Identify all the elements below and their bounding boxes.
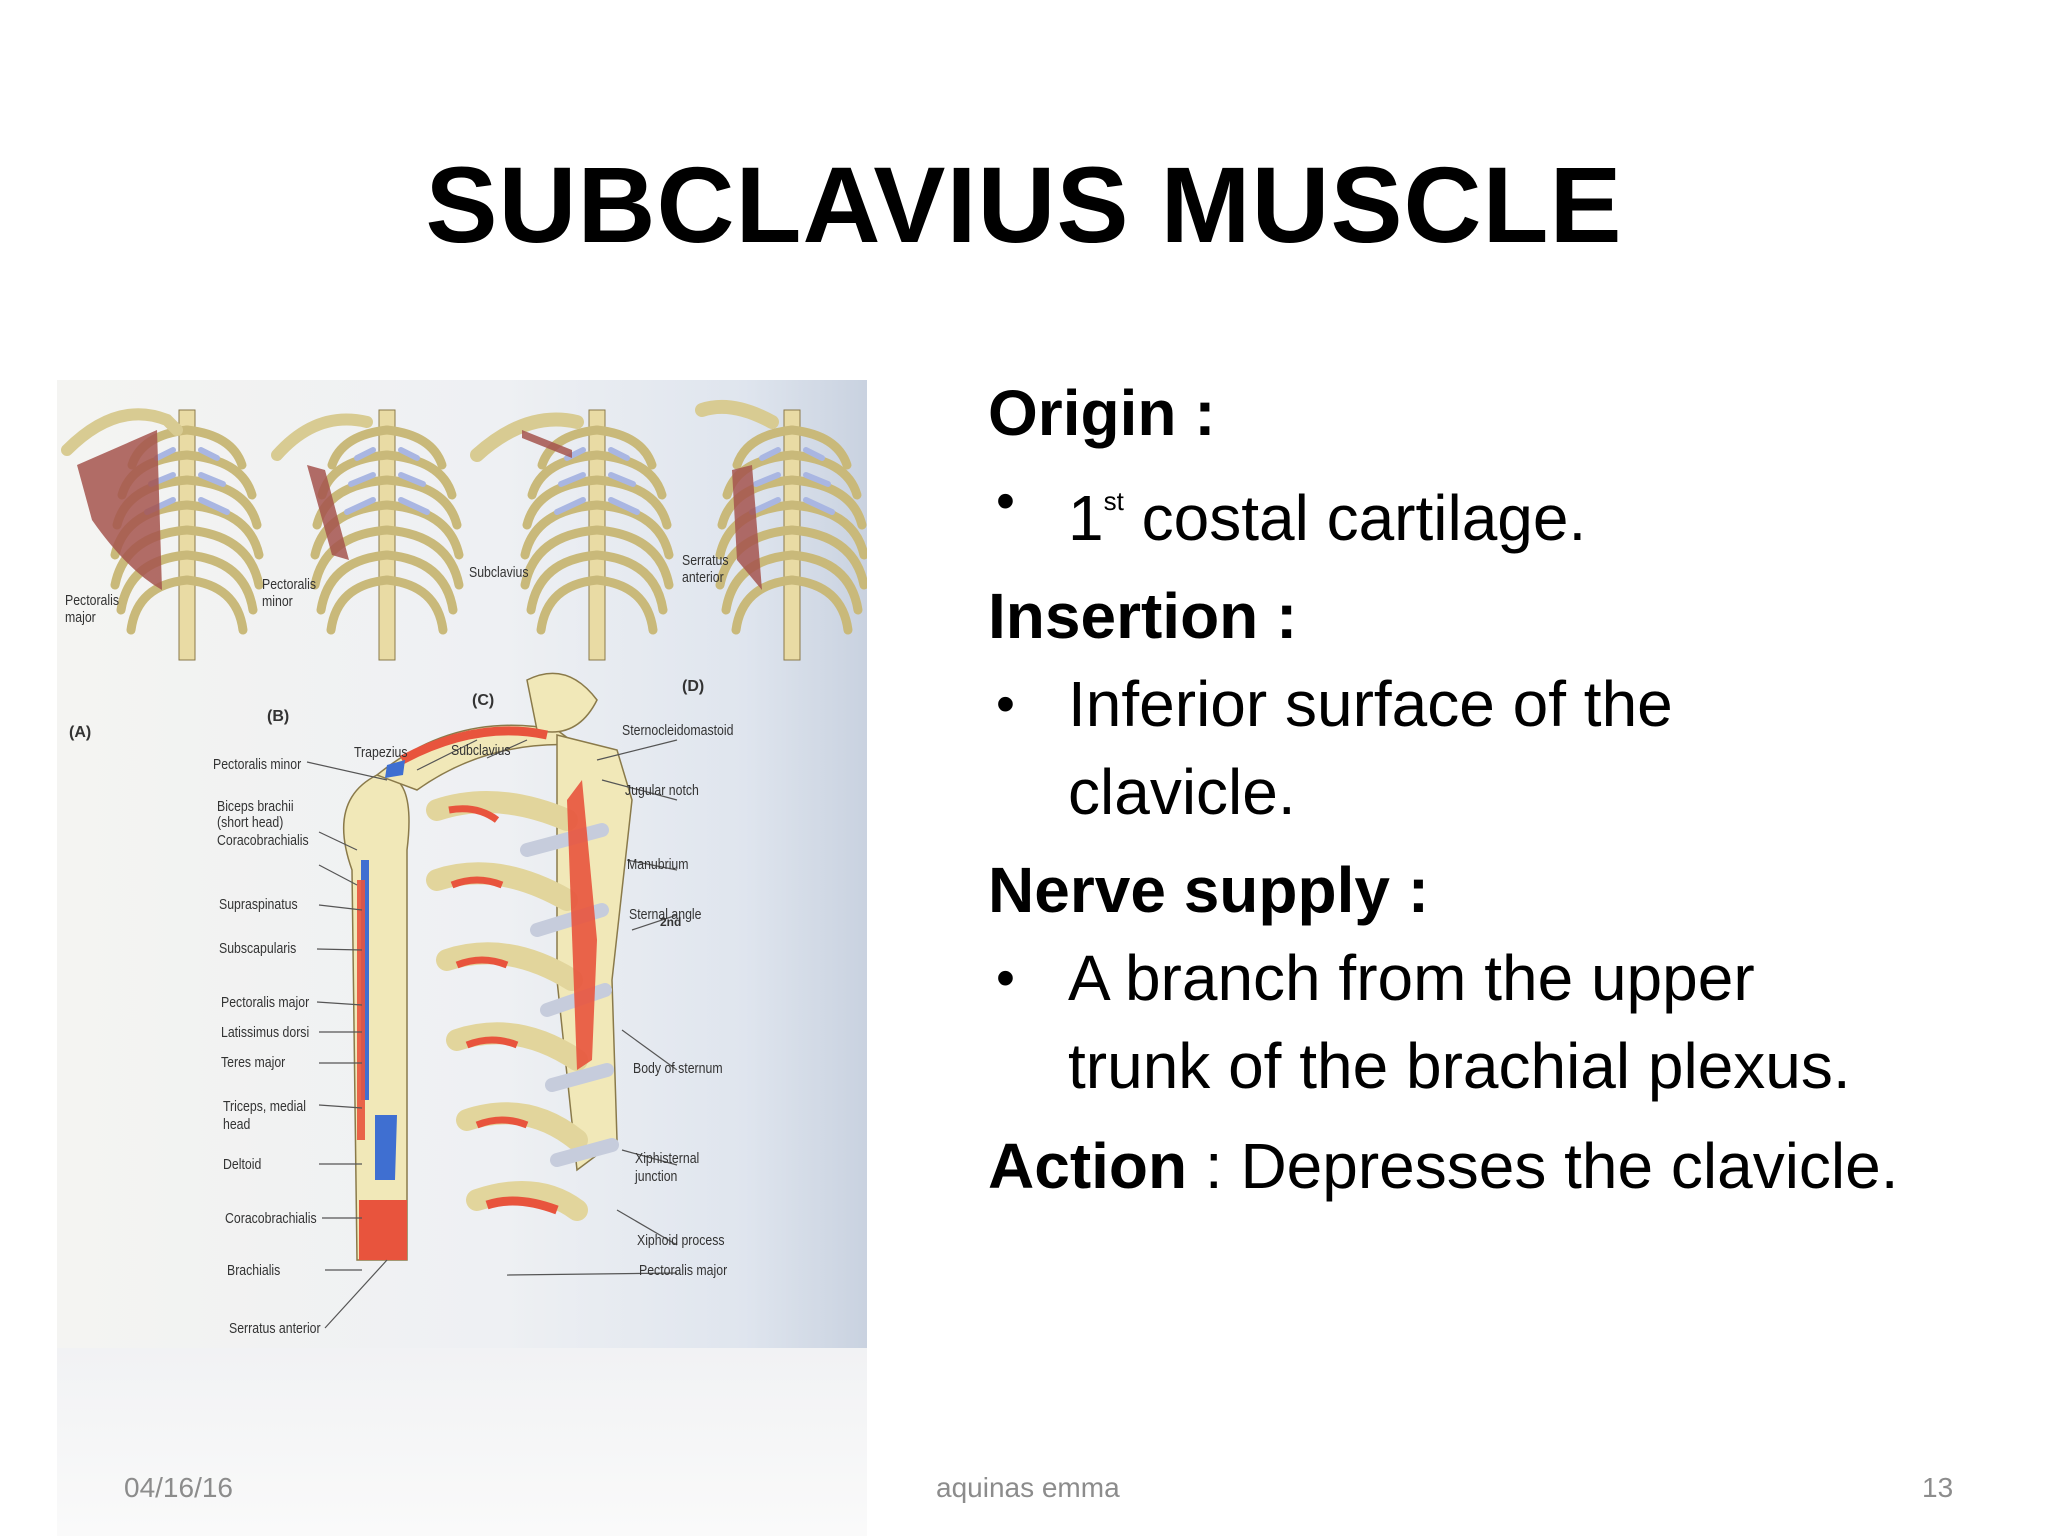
label-deltoid: Deltoid	[223, 1156, 262, 1173]
label-subclavius-top: Subclavius	[469, 564, 529, 581]
bullet-icon: •	[996, 471, 1015, 531]
footer-page-number: 13	[1922, 1472, 1954, 1503]
label-subclavius: Subclavius	[451, 742, 511, 759]
label-triceps-medial: Triceps, medial	[223, 1098, 306, 1115]
footer-author: aquinas emma	[936, 1472, 1120, 1503]
label-subscapularis: Subscapularis	[219, 940, 297, 957]
slide-title: SUBCLAVIUS MUSCLE	[425, 144, 1623, 265]
anatomy-illustration: 2nd	[61, 399, 867, 1329]
label-pectoralis-minor: Pectoralis minor	[213, 756, 302, 773]
label-coracobrachialis-upper: Coracobrachialis	[217, 832, 309, 849]
label-junction: junction	[635, 1168, 678, 1185]
action-text: : Depresses the clavicle.	[1187, 1130, 1899, 1202]
panel-letter-a: (A)	[69, 724, 92, 741]
label-trapezius: Trapezius	[354, 744, 408, 761]
figure-page-edge	[57, 1348, 867, 1536]
bullet-icon: •	[996, 674, 1015, 734]
label-pectoralis-major: Pectoralis major	[221, 994, 310, 1011]
label-sternocleidomastoid: Sternocleidomastoid	[622, 722, 734, 739]
label-brachialis: Brachialis	[227, 1262, 281, 1279]
origin-heading: Origin :	[988, 377, 1216, 449]
label-short-head: (short head)	[217, 814, 284, 831]
action-label: Action	[988, 1130, 1188, 1202]
label-teres-major: Teres major	[221, 1054, 286, 1071]
origin-text: costal cartilage.	[1123, 482, 1587, 554]
label-xiphoid-process: Xiphoid process	[637, 1232, 725, 1249]
label-coracobrachialis-lower: Coracobrachialis	[225, 1210, 317, 1227]
label-pectoralis-minor-top: Pectoralis minor	[262, 576, 317, 610]
label-jugular-notch: Jugular notch	[625, 782, 699, 799]
origin-number: 1	[1068, 482, 1104, 554]
label-supraspinatus: Supraspinatus	[219, 896, 298, 913]
insertion-line-1: Inferior surface of the	[1068, 668, 1673, 740]
label-manubrium: Manubrium	[627, 856, 689, 873]
insertion-line-2: clavicle.	[1068, 756, 1296, 828]
label-xiphisternal: Xiphisternal	[635, 1150, 700, 1167]
slide-content: Origin : • 1st costal cartilage. Inserti…	[988, 375, 2028, 1206]
bullet-icon: •	[996, 948, 1015, 1008]
label-serratus-anterior-top: Serratus anterior	[682, 552, 729, 586]
label-biceps-brachii: Biceps brachii	[217, 798, 294, 815]
nerve-line-1: A branch from the upper	[1068, 942, 1755, 1014]
footer-date: 04/16/16	[124, 1472, 233, 1503]
nerve-supply-bullet: • A branch from the upper trunk of the b…	[988, 934, 2028, 1110]
label-sternal-angle: Sternal angle	[629, 906, 702, 923]
label-body-of-sternum: Body of sternum	[633, 1060, 723, 1077]
origin-bullet: • 1st costal cartilage.	[988, 457, 2028, 562]
panel-letter-b: (B)	[267, 708, 290, 725]
label-pectoralis-major-right: Pectoralis major	[639, 1262, 728, 1279]
nerve-supply-heading: Nerve supply :	[988, 854, 1430, 926]
anatomy-figure: 2nd (A) (B) (C) (D) Pectoralis major Pec…	[57, 380, 867, 1348]
label-head: head	[223, 1116, 251, 1133]
origin-superscript: st	[1103, 486, 1124, 516]
action-line: Action : Depresses the clavicle.	[988, 1126, 2028, 1206]
nerve-line-2: trunk of the brachial plexus.	[1068, 1030, 1851, 1102]
label-latissimus-dorsi: Latissimus dorsi	[221, 1024, 310, 1041]
panel-letter-c: (C)	[472, 692, 495, 709]
rib-marker: 2nd	[660, 915, 681, 929]
insertion-bullet: • Inferior surface of the clavicle.	[988, 660, 2028, 836]
label-serratus-anterior: Serratus anterior	[229, 1320, 321, 1337]
label-pectoralis-major-top: Pectoralis major	[65, 592, 120, 626]
panel-letter-d: (D)	[682, 678, 705, 695]
insertion-heading: Insertion :	[988, 580, 1298, 652]
